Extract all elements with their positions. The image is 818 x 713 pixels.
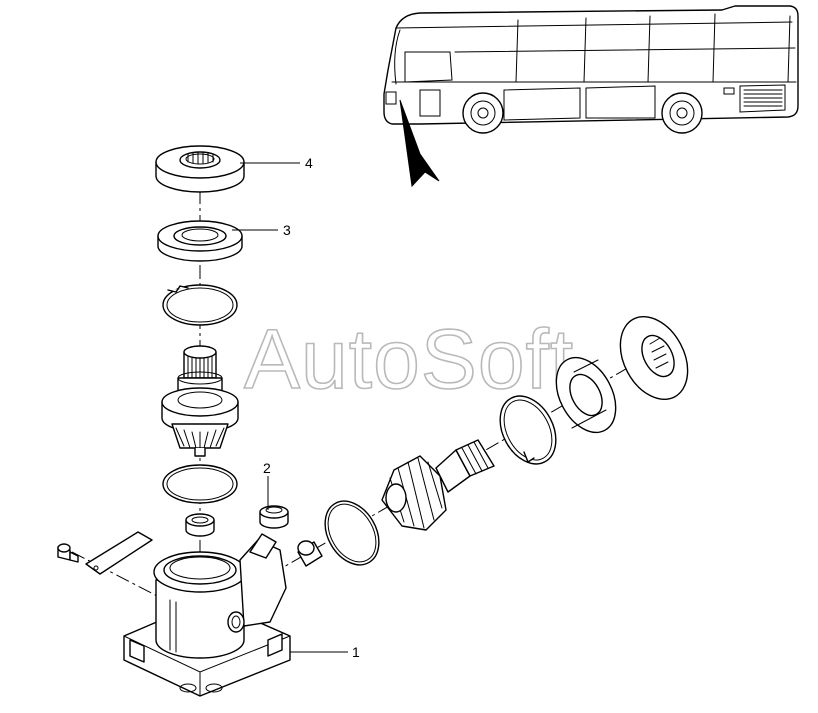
callout-number: 3 [283, 222, 291, 238]
location-arrow-icon [399, 99, 440, 188]
cover-seal-diagonal [619, 315, 689, 401]
callout-2: 2 [263, 460, 271, 510]
callout-number: 4 [305, 155, 313, 171]
part-2-breather-plug [259, 505, 289, 529]
pinion-shaft-vertical [161, 345, 239, 457]
part-1-housing [123, 533, 291, 697]
bolt-assembly-axis [71, 551, 166, 601]
snap-ring-diagonal [499, 395, 557, 465]
callout-4: 4 [240, 155, 313, 171]
bus-locator-illustration [383, 5, 799, 188]
o-ring-diagonal [324, 500, 380, 566]
part-4-cover-seal [155, 145, 245, 193]
o-ring-lower [162, 464, 238, 504]
small-bearing [185, 513, 215, 537]
callout-number: 2 [263, 460, 271, 476]
pinion-gear-diagonal [381, 439, 495, 531]
small-bearing-diagonal [297, 540, 323, 567]
callout-3: 3 [232, 222, 291, 238]
watermark-text: AutoSoft [244, 312, 574, 406]
part-3-seal-ring [157, 220, 243, 262]
callout-number: 1 [352, 644, 360, 660]
seal-ring-diagonal [555, 356, 617, 434]
snap-ring-upper [162, 284, 238, 326]
callout-1: 1 [290, 644, 360, 660]
bolt-and-plate [57, 531, 153, 575]
